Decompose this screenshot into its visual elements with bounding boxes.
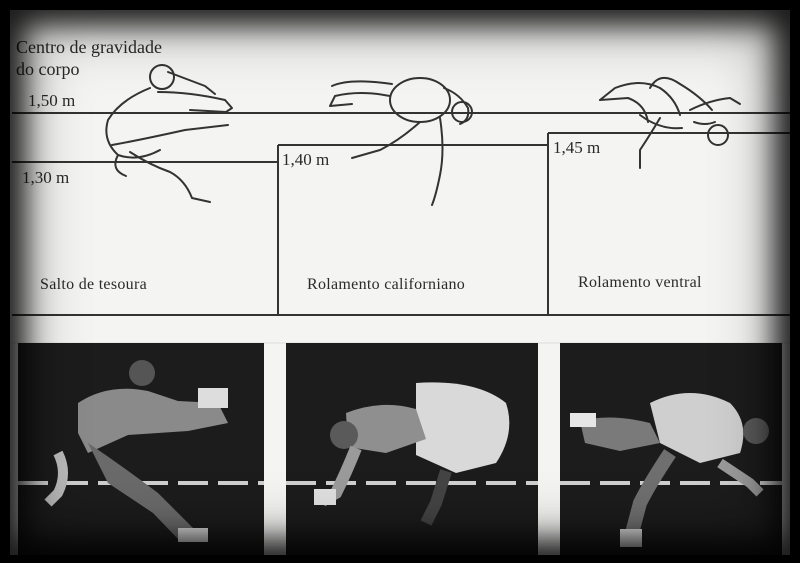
jump-name-californian: Rolamento californiano [307,276,465,294]
figure-ventral [600,78,740,168]
jump-name-ventral: Rolamento ventral [578,274,702,292]
figure-californian [330,78,472,205]
scissors-cg-label: 1,30 m [22,168,69,188]
figure-scissors [106,65,232,202]
cg-label-line1: Centro de gravidade [16,37,162,57]
jump-name-scissors: Salto de tesoura [40,276,147,294]
photo-scissors [18,343,264,555]
bar-height-label: 1,50 m [28,91,75,111]
photo-ventral [560,343,782,555]
photo-californian [286,343,538,555]
californian-cg-label: 1,40 m [282,150,329,170]
cg-label-line2: do corpo [16,59,79,79]
ventral-cg-label: 1,45 m [553,138,600,158]
